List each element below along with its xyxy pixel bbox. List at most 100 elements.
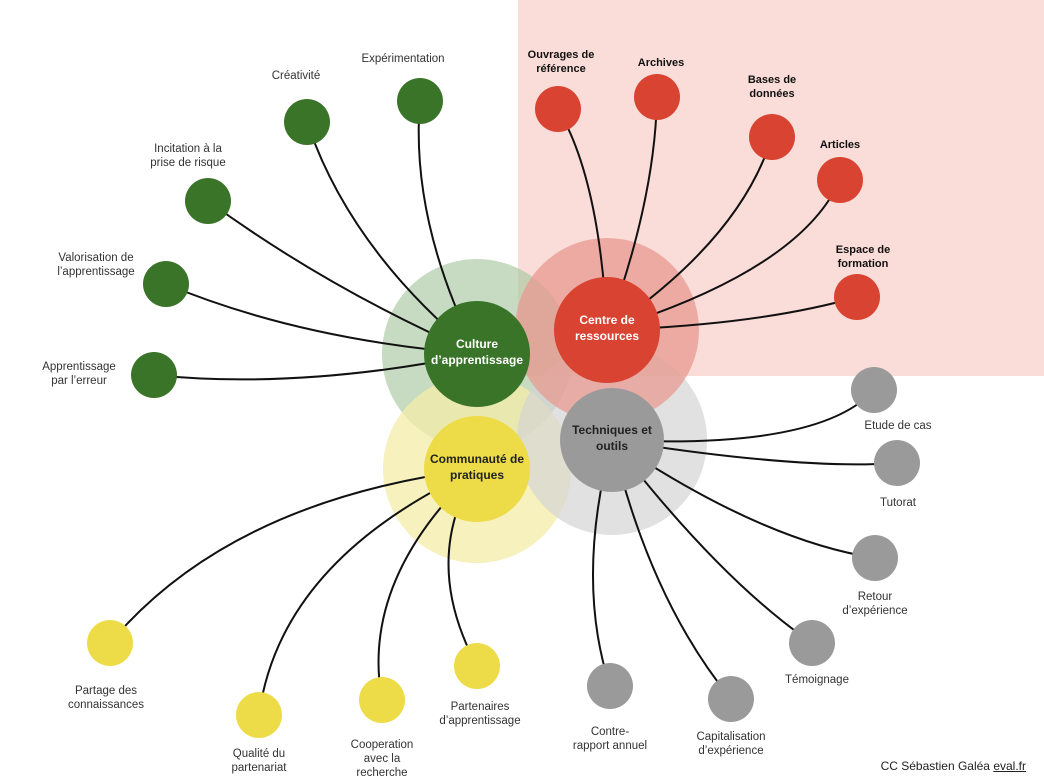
articles-node	[817, 157, 863, 203]
creativite-label: Créativité	[272, 70, 321, 82]
tutorat-label-line: Tutorat	[880, 497, 917, 509]
archives-label-line: Archives	[638, 57, 684, 69]
centre-hub-label-line: Centre de	[579, 313, 635, 327]
branch-nodes: Apprentissage par l’erreur Valorisation de…	[42, 49, 932, 779]
ouvrages-reference-label-line: Ouvrages de	[528, 49, 595, 61]
credit-text: CC Sébastien Galéa	[880, 759, 994, 773]
credit-line: CC Sébastien Galéa eval.fr	[881, 759, 1026, 773]
contre-rapport-annuel-label-line: rapport annuel	[573, 740, 647, 752]
creativite-label-line: Créativité	[272, 70, 321, 82]
centre-hub-label-line: ressources	[575, 329, 639, 343]
ouvrages-reference-label: Ouvrages de référence	[528, 49, 595, 75]
culture-hub-label-line: Culture	[456, 337, 498, 351]
valorisation-apprentissage-label-line: l’apprentissage	[57, 266, 134, 278]
experimentation-node	[397, 78, 443, 124]
bases-donnees-node	[749, 114, 795, 160]
apprentissage-erreur-label: Apprentissage par l’erreur	[42, 361, 116, 387]
culture-hub-label: Culture d’apprentissage	[431, 337, 523, 367]
hub-nodes: Culture d’apprentissage Centre de ressource…	[424, 277, 664, 522]
qualite-partenariat-label-line: partenariat	[232, 762, 288, 774]
espace-formation-label-line: Espace de	[836, 244, 890, 256]
culture-hub-label-line: d’apprentissage	[431, 353, 523, 367]
retour-experience-node	[852, 535, 898, 581]
apprentissage-erreur-label-line: par l’erreur	[51, 375, 107, 387]
articles-label: Articles	[820, 139, 860, 151]
cooperation-recherche-label-line: recherche	[356, 767, 407, 779]
experimentation-label: Expérimentation	[361, 53, 444, 65]
communaute-hub-label: Communauté de pratiques	[430, 452, 524, 482]
credit-link[interactable]: eval.fr	[993, 759, 1026, 773]
incitation-risque-label-line: Incitation à la	[154, 143, 222, 155]
etude-cas-node	[851, 367, 897, 413]
etude-cas-label-line: Etude de cas	[864, 420, 931, 432]
ouvrages-reference-label-line: référence	[536, 63, 586, 75]
temoignage-label-line: Témoignage	[785, 674, 849, 686]
espace-formation-label: Espace de formation	[836, 244, 890, 270]
partenaires-apprentissage-node	[454, 643, 500, 689]
partenaires-apprentissage-label-line: Partenaires	[451, 701, 510, 713]
techniques-hub-label-line: outils	[596, 439, 628, 453]
qualite-partenariat-connector	[258, 468, 478, 716]
articles-label-line: Articles	[820, 139, 860, 151]
communaute-hub-label-line: pratiques	[450, 468, 504, 482]
retour-experience-label-line: Retour	[858, 591, 893, 603]
tutorat-label: Tutorat	[880, 497, 917, 509]
bases-donnees-label: Bases de données	[748, 74, 796, 100]
etude-cas-label: Etude de cas	[864, 420, 931, 432]
partage-connaissances-label-line: Partage des	[75, 685, 137, 697]
experimentation-label-line: Expérimentation	[361, 53, 444, 65]
contre-rapport-annuel-label-line: Contre-	[591, 726, 630, 738]
techniques-hub-node	[560, 388, 664, 492]
valorisation-apprentissage-node	[143, 261, 189, 307]
creativite-node	[284, 99, 330, 145]
valorisation-apprentissage-label-line: Valorisation de	[58, 252, 133, 264]
techniques-hub-label-line: Techniques et	[572, 423, 652, 437]
retour-experience-label: Retour d’expérience	[842, 591, 907, 617]
partenaires-apprentissage-label-line: d’apprentissage	[439, 715, 520, 727]
cooperation-recherche-label-line: avec la	[364, 753, 401, 765]
partenaires-apprentissage-label: Partenaires d’apprentissage	[439, 701, 520, 727]
capitalisation-experience-label-line: Capitalisation	[696, 731, 765, 743]
bases-donnees-label-line: Bases de	[748, 74, 796, 86]
valorisation-apprentissage-label: Valorisation de l’apprentissage	[57, 252, 134, 278]
temoignage-label: Témoignage	[785, 674, 849, 686]
espace-formation-label-line: formation	[838, 258, 889, 270]
incitation-risque-label: Incitation à la prise de risque	[150, 143, 225, 169]
qualite-partenariat-node	[236, 692, 282, 738]
tutorat-node	[874, 440, 920, 486]
ouvrages-reference-node	[535, 86, 581, 132]
cooperation-recherche-label-line: Cooperation	[351, 739, 414, 751]
incitation-risque-node	[185, 178, 231, 224]
hub-halos	[382, 238, 707, 563]
contre-rapport-annuel-label: Contre-rapport annuel	[573, 726, 647, 752]
archives-label: Archives	[638, 57, 684, 69]
techniques-hub-label: Techniques et outils	[572, 423, 652, 453]
centre-hub-node	[554, 277, 660, 383]
contre-rapport-annuel-node	[587, 663, 633, 709]
capitalisation-experience-label-line: d’expérience	[698, 745, 763, 757]
partage-connaissances-label: Partage des connaissances	[68, 685, 144, 711]
culture-hub-node	[424, 301, 530, 407]
apprentissage-erreur-label-line: Apprentissage	[42, 361, 116, 373]
cooperation-recherche-label: Cooperation avec la recherche	[351, 739, 414, 779]
apprentissage-erreur-node	[131, 352, 177, 398]
communaute-hub-node	[424, 416, 530, 522]
partage-connaissances-node	[87, 620, 133, 666]
centre-hub-label: Centre de ressources	[575, 313, 639, 343]
capitalisation-experience-node	[708, 676, 754, 722]
partage-connaissances-label-line: connaissances	[68, 699, 144, 711]
qualite-partenariat-label: Qualité du partenariat	[232, 748, 288, 774]
capitalisation-experience-label: Capitalisation d’expérience	[696, 731, 765, 757]
temoignage-node	[789, 620, 835, 666]
espace-formation-node	[834, 274, 880, 320]
communaute-hub-label-line: Communauté de	[430, 452, 524, 466]
retour-experience-label-line: d’expérience	[842, 605, 907, 617]
partage-connaissances-connector	[109, 468, 478, 644]
bases-donnees-label-line: données	[749, 88, 794, 100]
qualite-partenariat-label-line: Qualité du	[233, 748, 285, 760]
cooperation-recherche-node	[359, 677, 405, 723]
archives-node	[634, 74, 680, 120]
incitation-risque-label-line: prise de risque	[150, 157, 225, 169]
